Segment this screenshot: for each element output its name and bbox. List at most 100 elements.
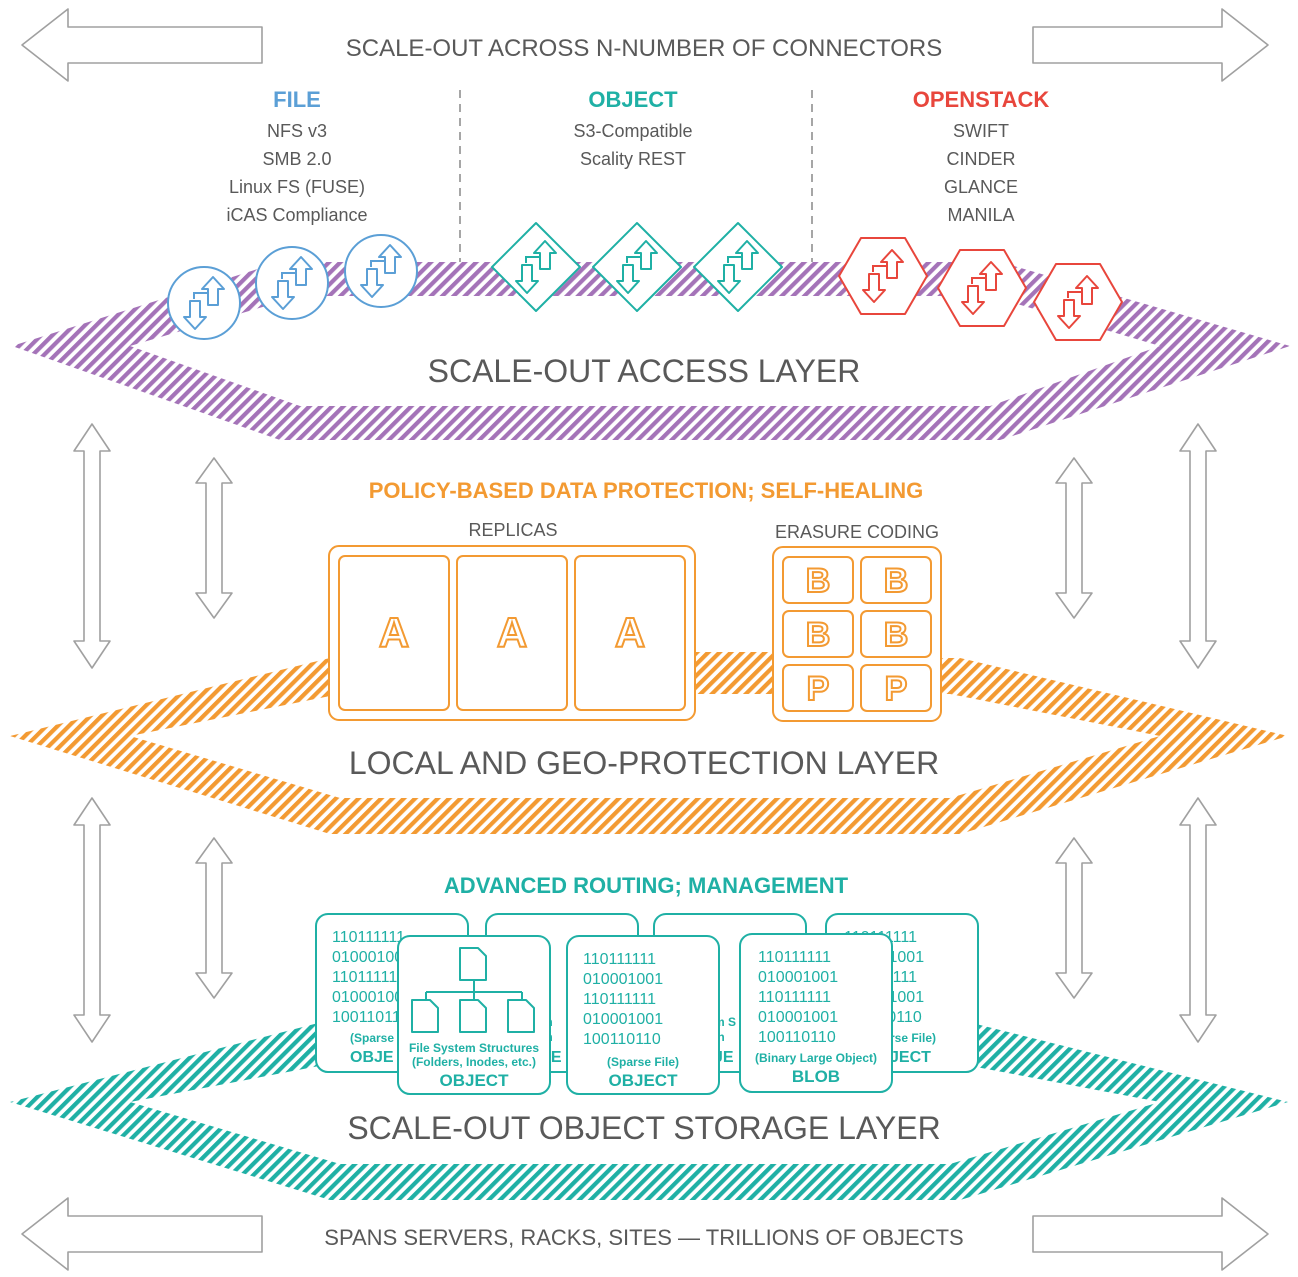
fs-object-card: File System Structures (Folders, Inodes,… <box>397 935 551 1095</box>
svg-text:010001001: 010001001 <box>583 971 663 988</box>
right-arrow-icon <box>1032 1197 1269 1271</box>
svg-text:010001001: 010001001 <box>583 1011 663 1028</box>
file-connector-icon <box>167 266 241 340</box>
ec-cell <box>860 556 932 604</box>
file-connector: FILE NFS v3 SMB 2.0 Linux FS (FUSE) iCAS… <box>226 87 367 225</box>
ec-cell <box>782 556 854 604</box>
access-layer: SCALE-OUT ACCESS LAYER <box>12 262 1290 440</box>
file-item: SMB 2.0 <box>262 149 331 169</box>
svg-text:(Sparse File): (Sparse File) <box>607 1055 679 1069</box>
svg-text:(Binary Large Object): (Binary Large Object) <box>755 1051 877 1065</box>
replicas-label: REPLICAS <box>468 520 557 540</box>
replica-letters: A A A <box>378 608 646 657</box>
ec-letter: P <box>807 670 830 708</box>
openstack-item: CINDER <box>946 149 1015 169</box>
svg-text:010001001: 010001001 <box>332 989 412 1006</box>
double-arrow-icon <box>195 837 233 999</box>
replica-letter: A <box>615 609 645 656</box>
replica-letter: A <box>497 609 527 656</box>
erasure-box <box>772 546 942 722</box>
object-connector-icons <box>491 222 783 312</box>
left-arrow-icon <box>21 1197 263 1271</box>
replica-cell <box>574 555 686 711</box>
object-item: Scality REST <box>580 149 686 169</box>
file-item: iCAS Compliance <box>226 205 367 225</box>
svg-text:010001001: 010001001 <box>332 949 412 966</box>
object-connector-icon <box>693 222 783 312</box>
double-arrow-icon <box>1179 423 1217 669</box>
blob-card: 110111111 010001001 110111111 010001001 … <box>739 933 893 1093</box>
spans-text: SPANS SERVERS, RACKS, SITES — TRILLIONS … <box>324 1225 963 1250</box>
file-title: FILE <box>273 87 321 112</box>
replica-letter: A <box>379 609 409 656</box>
ec-letter: B <box>806 616 831 654</box>
svg-text:010001001: 010001001 <box>758 1009 838 1026</box>
ec-letters: B B B B P P <box>805 561 910 709</box>
svg-text:(Sparse: (Sparse <box>350 1031 394 1045</box>
svg-text:110111111: 110111111 <box>332 969 405 986</box>
left-arrow-icon <box>21 8 263 82</box>
scale-out-text: SCALE-OUT ACROSS N-NUMBER OF CONNECTORS <box>346 35 943 62</box>
file-connector-icon <box>255 246 329 320</box>
openstack-item: SWIFT <box>953 121 1009 141</box>
file-item: Linux FS (FUSE) <box>229 177 365 197</box>
svg-text:110111111: 110111111 <box>583 951 656 968</box>
double-arrow-icon <box>73 423 111 669</box>
link-bar <box>694 652 776 678</box>
access-layer-label: SCALE-OUT ACCESS LAYER <box>428 353 861 389</box>
openstack-connector-icon <box>937 249 1027 327</box>
object-connector: OBJECT S3-Compatible Scality REST <box>573 87 692 169</box>
replica-cell <box>456 555 568 711</box>
replica-cell <box>338 555 450 711</box>
ec-cell <box>860 610 932 658</box>
openstack-connector-icon <box>1033 263 1123 341</box>
svg-text:JECT: JECT <box>890 1049 931 1066</box>
object-title: OBJECT <box>588 87 678 112</box>
svg-text:110111111: 110111111 <box>758 989 831 1006</box>
ec-cell <box>782 610 854 658</box>
erasure-label: ERASURE CODING <box>775 522 939 542</box>
ec-cell <box>782 664 854 712</box>
right-arrow-icon <box>1032 8 1269 82</box>
svg-text:110111111: 110111111 <box>332 929 405 946</box>
svg-text:110111111: 110111111 <box>758 949 831 966</box>
openstack-item: GLANCE <box>944 177 1018 197</box>
object-connector-icon <box>592 222 682 312</box>
sparse-object-card: 110111111 010001001 110111111 010001001 … <box>566 935 720 1095</box>
ec-letter: B <box>884 616 909 654</box>
svg-text:010001001: 010001001 <box>758 969 838 986</box>
ec-letter: B <box>884 562 909 600</box>
front-cards: File System Structures (Folders, Inodes,… <box>397 933 893 1095</box>
ec-letter: P <box>885 670 908 708</box>
replicas-box <box>328 545 696 721</box>
openstack-item: MANILA <box>947 205 1014 225</box>
svg-text:(Folders, Inodes, etc.): (Folders, Inodes, etc.) <box>412 1055 536 1069</box>
openstack-connector-icon <box>838 237 928 315</box>
double-arrow-icon <box>1179 797 1217 1043</box>
storage-layer-label: SCALE-OUT OBJECT STORAGE LAYER <box>347 1110 940 1146</box>
openstack-connector-icons <box>838 237 1123 341</box>
openstack-title: OPENSTACK <box>913 87 1050 112</box>
openstack-connector: OPENSTACK SWIFT CINDER GLANCE MANILA <box>913 87 1050 225</box>
protection-heading: POLICY-BASED DATA PROTECTION; SELF-HEALI… <box>369 478 923 503</box>
double-arrow-icon <box>1055 457 1093 619</box>
ec-cell <box>860 664 932 712</box>
object-item: S3-Compatible <box>573 121 692 141</box>
double-arrow-icon <box>195 457 233 619</box>
object-connector-icon <box>491 222 581 312</box>
svg-text:BLOB: BLOB <box>792 1067 840 1086</box>
svg-text:100110110: 100110110 <box>583 1031 661 1048</box>
spans-arrows: SPANS SERVERS, RACKS, SITES — TRILLIONS … <box>21 1197 1269 1271</box>
scale-out-arrows: SCALE-OUT ACROSS N-NUMBER OF CONNECTORS <box>21 8 1269 82</box>
folder-tree-icon <box>411 947 535 1033</box>
svg-text:OBJECT: OBJECT <box>440 1071 510 1090</box>
svg-text:rse File): rse File) <box>890 1031 936 1045</box>
file-connector-icon <box>344 234 418 308</box>
protection-layer-label: LOCAL AND GEO-PROTECTION LAYER <box>349 745 939 781</box>
svg-text:OBJE: OBJE <box>350 1049 394 1066</box>
svg-text:OBJECT: OBJECT <box>609 1071 679 1090</box>
svg-text:100110110: 100110110 <box>758 1029 836 1046</box>
ec-letter: B <box>806 562 831 600</box>
file-item: NFS v3 <box>267 121 327 141</box>
